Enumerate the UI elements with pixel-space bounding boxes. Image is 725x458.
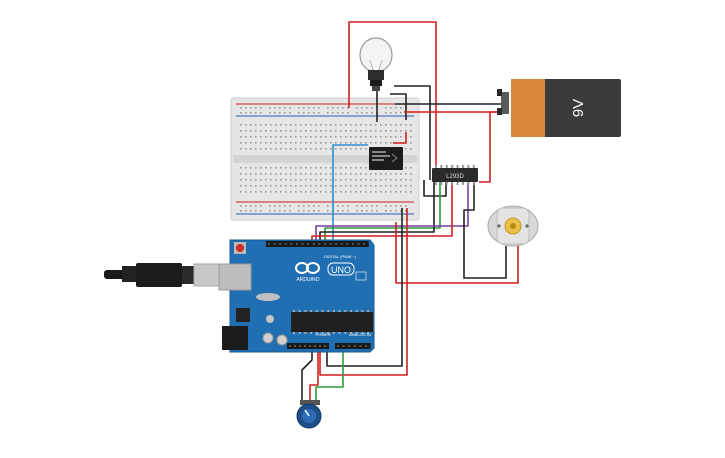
- wire-blue: [332, 144, 368, 244]
- breadboard[interactable]: [230, 97, 420, 221]
- arduino-uno[interactable]: ARDUINO UNO DIGITAL (PWM ~) POWER ANALOG…: [218, 239, 375, 353]
- relay[interactable]: [369, 147, 403, 170]
- battery-cap: [511, 79, 545, 137]
- wire-red-bulb-loop: [348, 21, 437, 180]
- potentiometer[interactable]: [296, 400, 322, 429]
- battery-9v[interactable]: 9V: [497, 79, 621, 137]
- wire-red-power: [319, 208, 408, 376]
- power-label: POWER: [315, 332, 330, 337]
- analog-header[interactable]: [335, 343, 371, 349]
- digital-label: DIGITAL (PWM ~): [324, 254, 357, 259]
- arduino-logo-icon: [295, 262, 320, 274]
- wire-black-chip-1: [423, 180, 447, 197]
- motor-driver-chip[interactable]: L293D: [432, 165, 478, 185]
- microcontroller: [291, 312, 373, 332]
- arduino-brand: ARDUINO: [296, 277, 319, 283]
- chip-pins: [435, 165, 475, 185]
- wire-green-pot: [315, 348, 344, 400]
- wire-purple-chip: [315, 182, 469, 244]
- wire-red-relay: [393, 132, 407, 144]
- arduino-model: UNO: [331, 265, 351, 275]
- wire-black-power: [326, 208, 403, 367]
- digital-header[interactable]: [266, 241, 369, 247]
- wire-black-pot: [301, 348, 313, 402]
- usb-cable[interactable]: [104, 263, 233, 287]
- wire-red-battery-to-chip: [479, 111, 496, 183]
- light-bulb[interactable]: [359, 37, 393, 91]
- wire-black-battery-2: [394, 85, 431, 180]
- breadboard-holes: [240, 107, 412, 212]
- wire-black-chip-motor: [463, 182, 507, 279]
- power-header[interactable]: [287, 343, 329, 349]
- battery-label: 9V: [570, 99, 587, 117]
- chip-label: L293D: [446, 174, 464, 180]
- analog-label: ANALOG IN: [349, 332, 371, 337]
- dc-motor[interactable]: [487, 205, 539, 247]
- wire-black-chip-2: [319, 182, 435, 244]
- wire-red-pot: [309, 348, 319, 400]
- wire-red-motor: [395, 222, 519, 284]
